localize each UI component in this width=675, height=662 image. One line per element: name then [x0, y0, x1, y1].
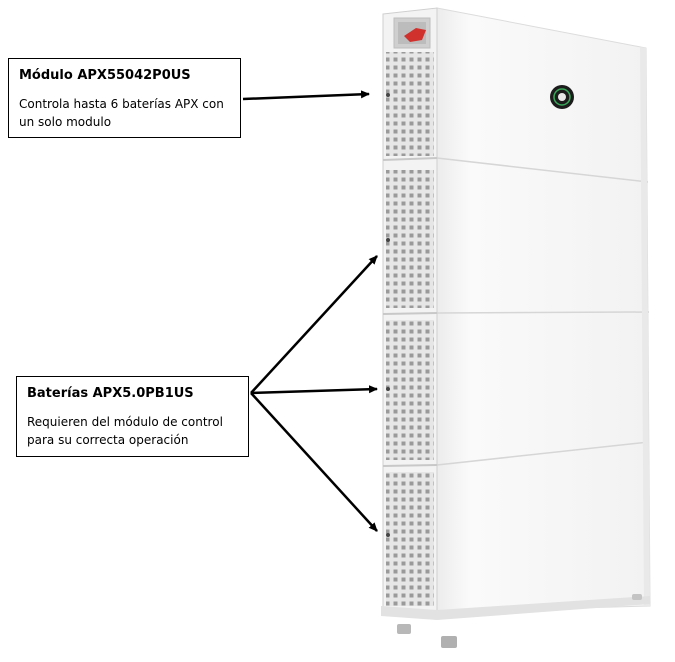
- grille-module: [386, 52, 434, 156]
- red-handle-icon: [393, 17, 431, 49]
- arrow-battery-2: [250, 385, 378, 395]
- foot-front-left: [397, 624, 411, 634]
- grille-battery-1: [386, 170, 434, 308]
- module-description: Controla hasta 6 baterías APX con un sol…: [19, 97, 224, 129]
- foot-back-right: [632, 594, 642, 600]
- grille-battery-3: [386, 472, 434, 606]
- cabinet: [381, 7, 651, 648]
- circular-logo-icon: [550, 85, 574, 109]
- module-callout: Módulo APX55042P0US Controla hasta 6 bat…: [8, 58, 241, 138]
- battery-description: Requieren del módulo de control para su …: [27, 415, 223, 447]
- arrow-battery-1: [250, 255, 378, 394]
- module-title: Módulo APX55042P0US: [19, 68, 191, 83]
- foot-front-right: [441, 636, 457, 648]
- battery-callout: Baterías APX5.0PB1US Requieren del módul…: [16, 376, 249, 457]
- arrow-module: [242, 90, 370, 101]
- battery-title: Baterías APX5.0PB1US: [27, 386, 194, 401]
- arrow-battery-3: [250, 392, 378, 532]
- grille-battery-2: [386, 320, 434, 460]
